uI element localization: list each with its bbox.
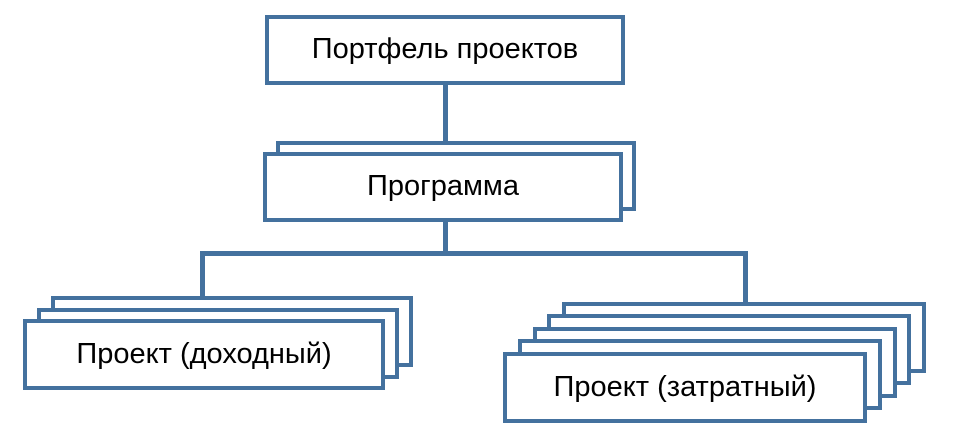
node-program: Программа [263,152,623,222]
node-project-profitable: Проект (доходный) [23,319,385,390]
connector-program-stem [443,220,448,255]
connector-portfolio-program [443,83,448,163]
connector-drop-right [743,251,748,307]
connector-drop-left [200,251,205,301]
connector-branch-horizontal [200,251,748,256]
node-project-costly: Проект (затратный) [503,352,867,423]
node-project-costly-label: Проект (затратный) [553,370,817,403]
node-portfolio-label: Портфель проектов [311,33,579,66]
node-program-label: Программа [367,170,519,203]
node-project-profitable-label: Проект (доходный) [76,337,332,370]
node-portfolio: Портфель проектов [265,15,625,85]
